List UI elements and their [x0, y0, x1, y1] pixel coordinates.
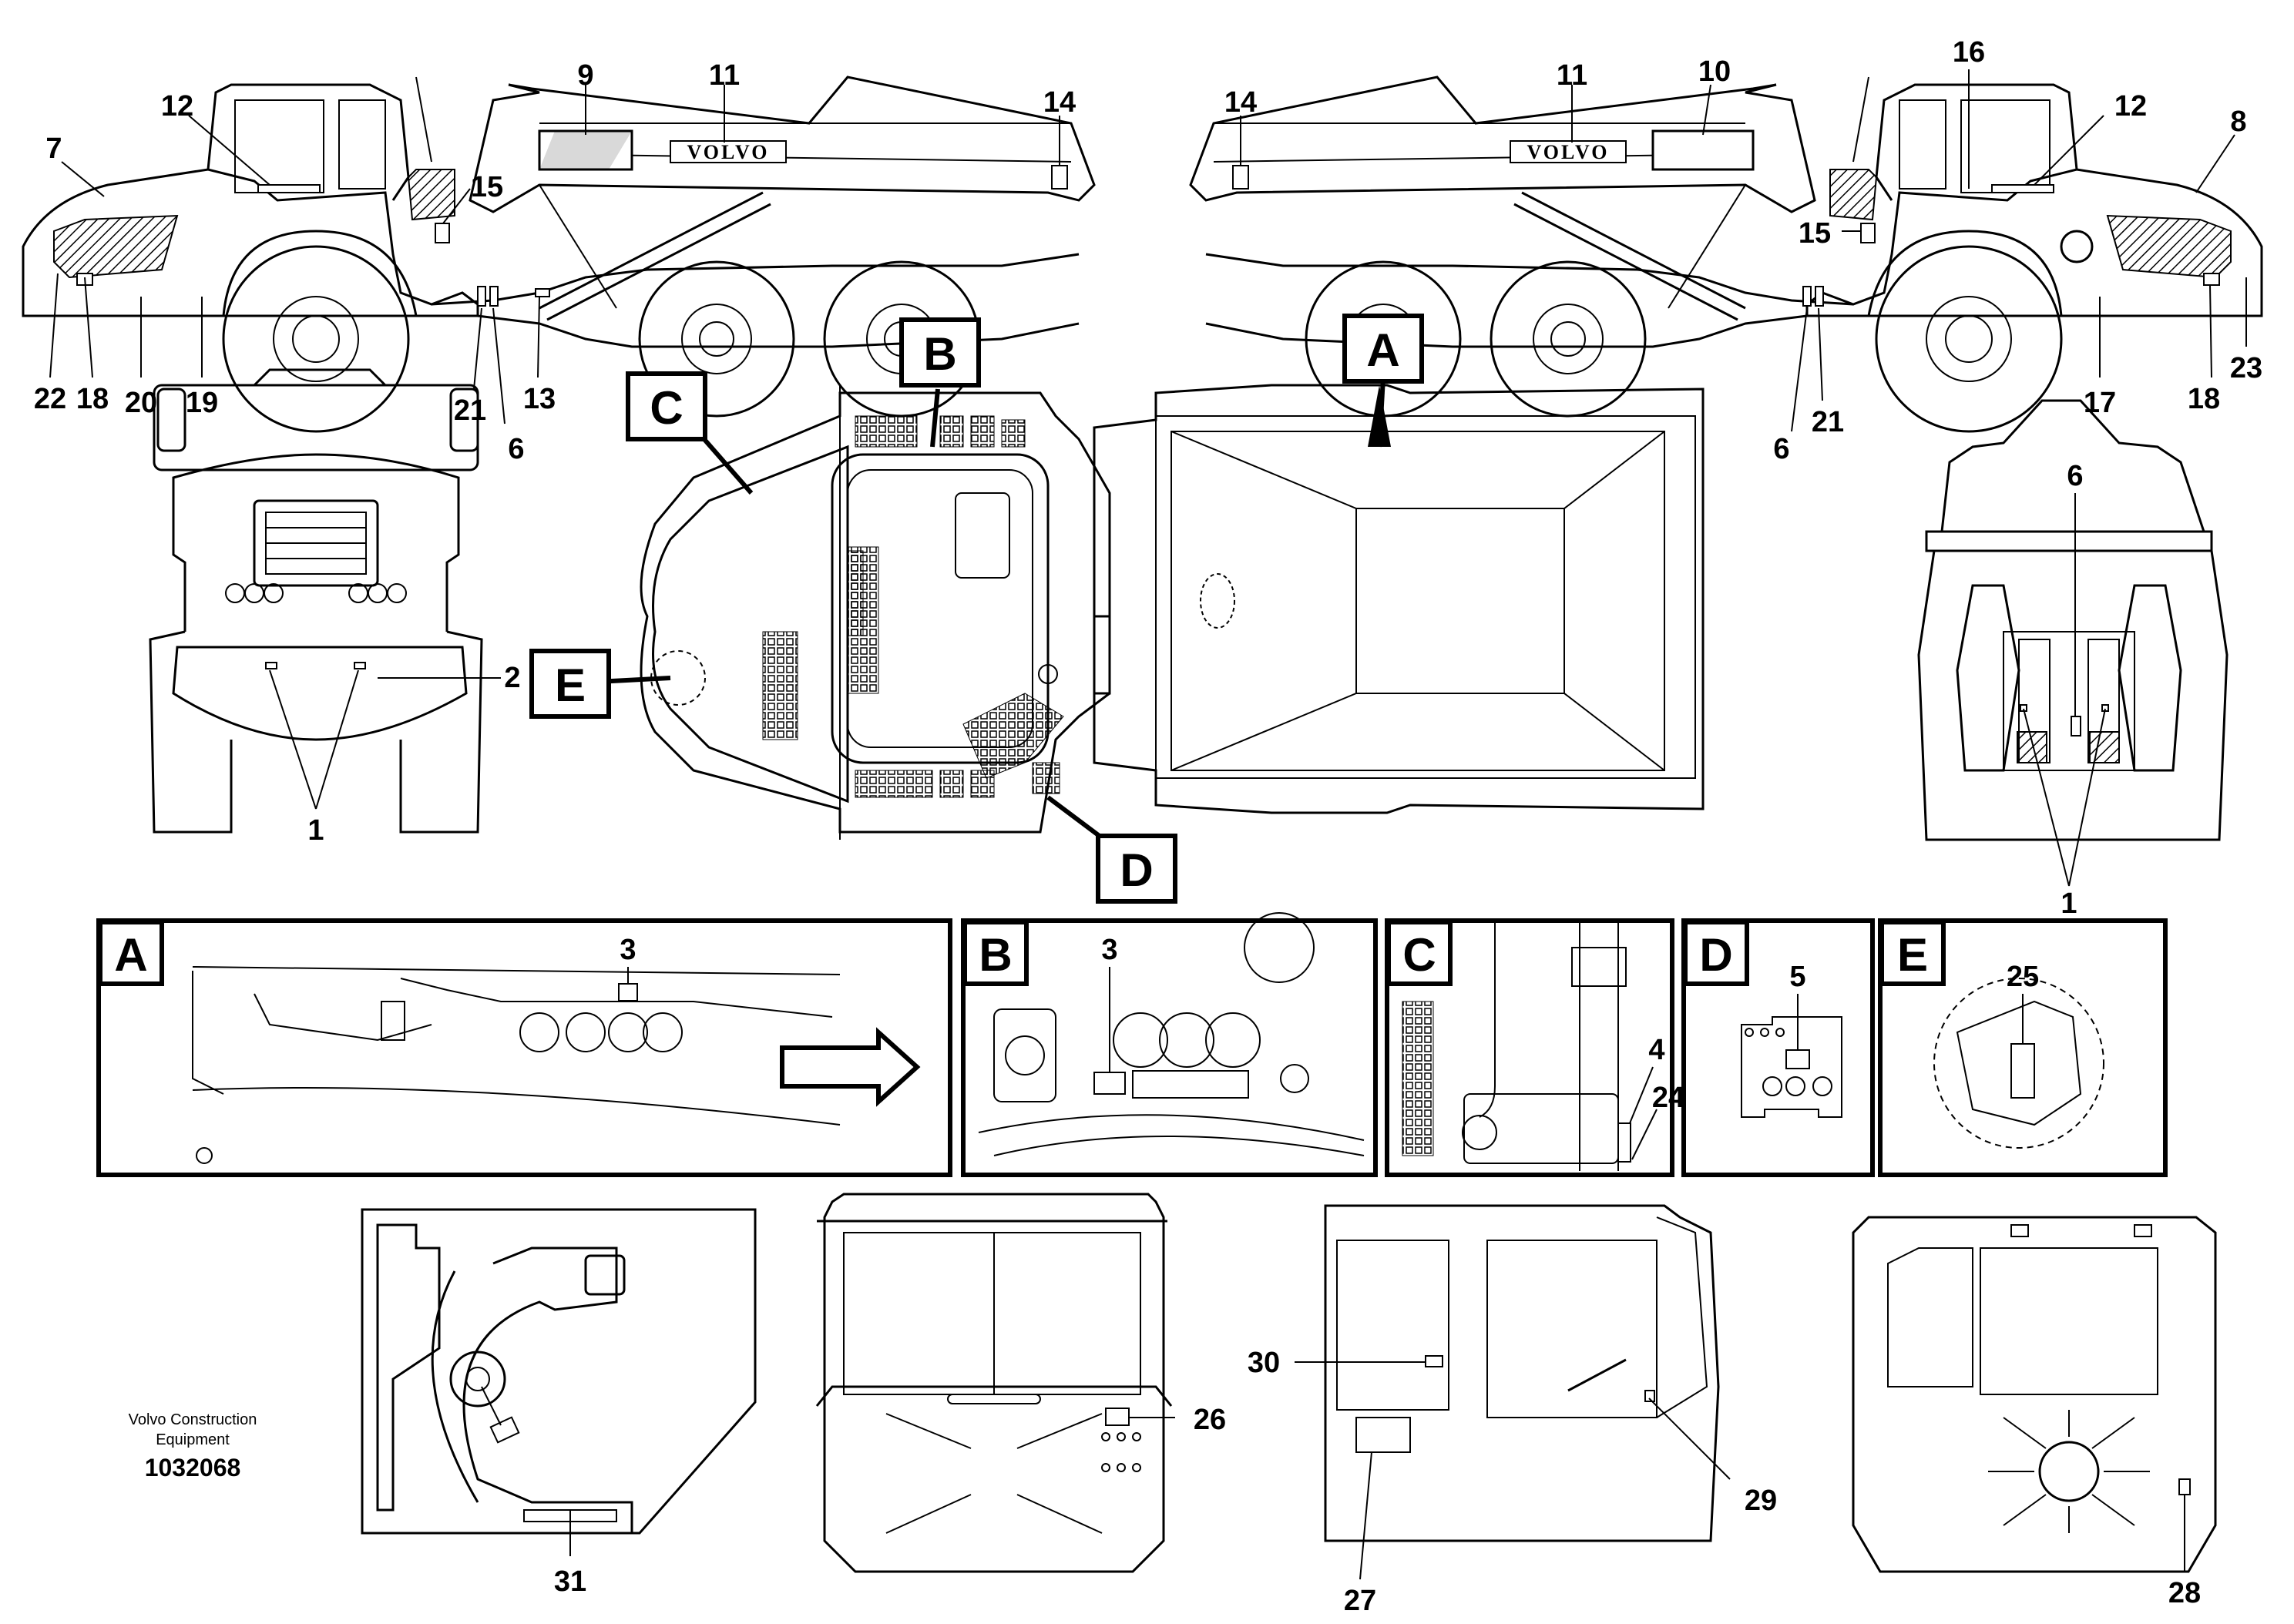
left-side-view: VOLVO: [22, 75, 1096, 433]
view-letter: E: [555, 659, 586, 711]
callout-label: 6: [2067, 460, 2083, 492]
callout-label: 2: [504, 662, 520, 694]
drawing-number: 1032068: [144, 1454, 241, 1481]
callout-label: 7: [45, 133, 62, 165]
callout-label: 31: [554, 1565, 586, 1598]
callout-label: 5: [1789, 961, 1805, 993]
callout-label: 6: [508, 433, 524, 465]
callout-label: 16: [1953, 36, 1985, 69]
publisher-caption: Volvo Construction Equipment 1032068: [100, 1410, 285, 1481]
detail-panel-d: [1681, 918, 1875, 1177]
cab-rear-view: [1852, 1216, 2217, 1573]
callout-label: 29: [1745, 1485, 1777, 1517]
callout-label: 22: [34, 383, 66, 415]
callout-label: 30: [1248, 1347, 1280, 1379]
logo-text-right: VOLVO: [1527, 141, 1610, 163]
callout-label: 18: [2188, 383, 2220, 415]
callout-label: 15: [471, 171, 503, 203]
right-side-view: VOLVO: [1189, 69, 2263, 433]
callout-label: 26: [1194, 1404, 1226, 1436]
callout-label: 6: [1773, 433, 1789, 465]
publisher-line-1: Volvo Construction: [128, 1411, 257, 1428]
detail-panel-e: [1878, 918, 2168, 1177]
panel-letter-boxes: A B C D E: [98, 920, 1946, 986]
view-letter: C: [650, 382, 683, 434]
callout-label: 21: [1812, 406, 1844, 438]
callout-label: 27: [1344, 1585, 1376, 1617]
detail-panel-b: [961, 912, 1378, 1177]
callout-labels: 7 12 9 11 14 15 22 18 20 19 21 6 13 14 1…: [34, 36, 2262, 1617]
callout-label: 25: [2007, 961, 2039, 993]
panel-letter: C: [1402, 929, 1436, 981]
callout-label: 3: [620, 934, 636, 966]
callout-label: 10: [1698, 55, 1731, 88]
view-letter: A: [1366, 324, 1399, 376]
callout-label: 14: [1043, 86, 1076, 119]
view-letter: D: [1120, 844, 1153, 896]
callout-label: 23: [2230, 352, 2262, 384]
callout-label: 14: [1224, 86, 1257, 119]
callout-label: 11: [709, 59, 740, 92]
callout-label: 19: [186, 387, 218, 419]
callout-label: 21: [454, 394, 486, 427]
callout-label: 11: [1557, 59, 1587, 92]
callout-label: 18: [76, 383, 109, 415]
callout-label: 12: [2114, 90, 2147, 122]
callout-label: 8: [2230, 106, 2246, 138]
top-view: [596, 377, 1705, 846]
callout-label: 3: [1101, 934, 1117, 966]
callout-label: 9: [577, 59, 593, 92]
rear-view: [1917, 399, 2229, 887]
panel-letter: B: [979, 929, 1012, 981]
publisher-line-2: Equipment: [156, 1431, 230, 1448]
panel-letter: A: [114, 929, 147, 981]
callout-label: 28: [2168, 1577, 2201, 1609]
callout-label: 24: [1652, 1082, 1684, 1114]
callout-label: 4: [1648, 1034, 1664, 1066]
callout-label: 13: [523, 383, 556, 415]
callout-label: 1: [307, 814, 324, 847]
callout-label: 15: [1799, 217, 1831, 250]
panel-letter: D: [1699, 929, 1732, 981]
cab-side-view: [1295, 1204, 1731, 1580]
callout-label: 12: [161, 90, 193, 122]
front-view: [149, 368, 501, 834]
cab-front-view: [815, 1193, 1175, 1573]
cab-interior-view: [361, 1208, 757, 1556]
callout-label: 20: [125, 387, 157, 419]
callout-label: 1: [2061, 887, 2077, 920]
logo-text-left: VOLVO: [687, 141, 770, 163]
view-letter: B: [923, 328, 956, 380]
panel-letter: E: [1897, 929, 1928, 981]
view-letter-boxes: A B C D E: [529, 314, 1424, 904]
callout-label: 17: [2084, 387, 2116, 419]
detail-panel-c: [1385, 918, 1674, 1177]
detail-panel-a: [96, 918, 952, 1177]
